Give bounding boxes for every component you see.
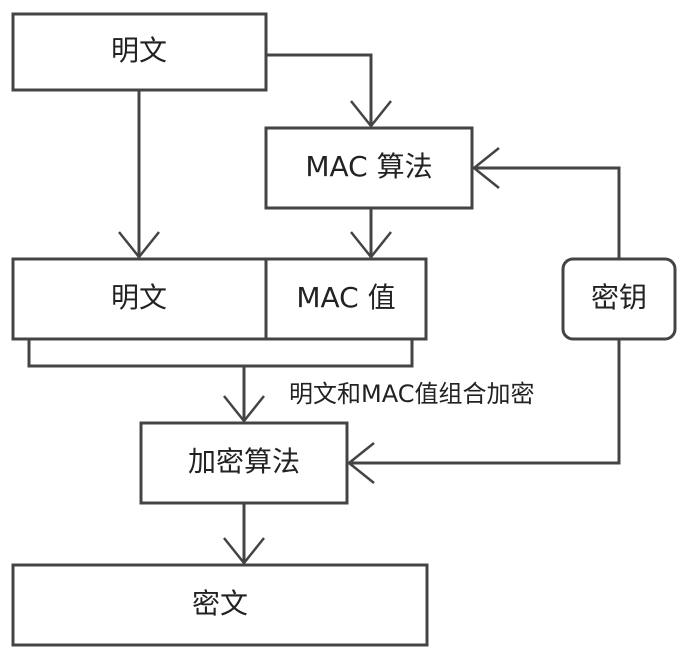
arrowhead-plaintext-to-combined: [118, 231, 160, 260]
combine-bracket: [27, 339, 414, 368]
arrowhead-plaintext-to-mac-algorithm: [350, 100, 392, 129]
mac-value-box: [264, 257, 428, 341]
mac-value-label: MAC 值: [296, 281, 395, 314]
plaintext-top-box: [11, 12, 268, 92]
arrow-key-to-mac-algorithm: [474, 166, 621, 259]
plaintext-combined-label: 明文: [111, 281, 167, 314]
arrowhead-key-to-mac-algorithm: [471, 147, 500, 189]
mac-algorithm-label: MAC 算法: [305, 150, 432, 183]
arrow-key-to-encryption: [349, 339, 621, 465]
combine-encrypt-annotation: 明文和MAC值组合加密: [289, 380, 534, 408]
plaintext-combined-box: [11, 257, 268, 341]
mac-algorithm-box: [264, 126, 474, 210]
arrowhead-encryption-to-ciphertext: [223, 537, 265, 566]
arrowhead-key-to-encryption: [346, 442, 375, 484]
ciphertext-label: 密文: [192, 587, 248, 620]
encryption-algorithm-label: 加密算法: [188, 445, 300, 478]
ciphertext-box: [11, 563, 429, 647]
arrowhead-combined-to-encryption: [223, 395, 265, 424]
key-label: 密钥: [591, 281, 647, 314]
arrowhead-mac-algorithm-to-mac-value: [350, 231, 392, 260]
arrow-plaintext-to-mac-algorithm: [266, 53, 373, 126]
plaintext-top-label: 明文: [111, 34, 167, 67]
